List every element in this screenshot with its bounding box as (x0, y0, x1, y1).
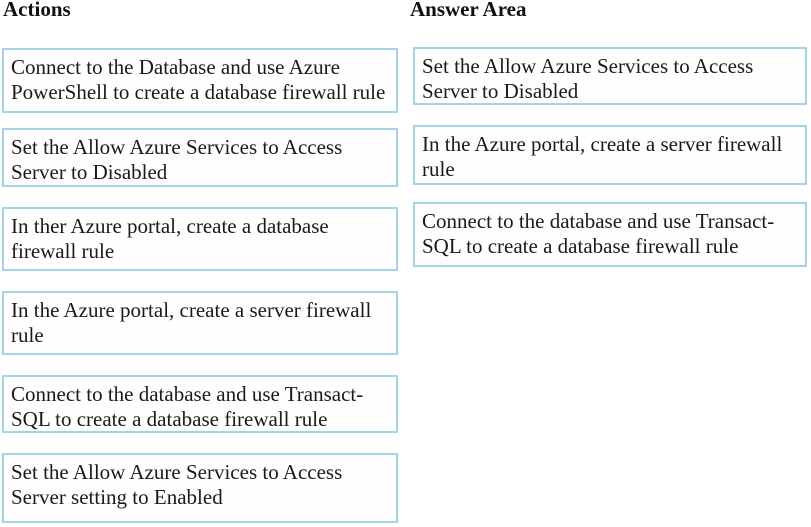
action-item-2-label: Set the Allow Azure Services to Access S… (11, 135, 343, 184)
action-item-5[interactable]: Connect to the database and use Transact… (2, 375, 398, 433)
answer-item-3-label: Connect to the database and use Transact… (422, 209, 775, 258)
answer-item-3[interactable]: Connect to the database and use Transact… (413, 202, 807, 267)
answer-item-2[interactable]: In the Azure portal, create a server fir… (413, 125, 807, 185)
action-item-2[interactable]: Set the Allow Azure Services to Access S… (2, 128, 398, 187)
answer-area-column-title: Answer Area (410, 0, 527, 21)
actions-column-title: Actions (3, 0, 71, 21)
action-item-5-label: Connect to the database and use Transact… (11, 382, 364, 431)
action-item-4[interactable]: In the Azure portal, create a server fir… (2, 291, 398, 355)
action-item-1[interactable]: Connect to the Database and use Azure Po… (2, 48, 398, 113)
action-item-6[interactable]: Set the Allow Azure Services to Access S… (2, 453, 398, 523)
answer-item-1-label: Set the Allow Azure Services to Access S… (422, 54, 754, 103)
action-item-3-label: In ther Azure portal, create a database … (11, 214, 329, 263)
answer-item-2-label: In the Azure portal, create a server fir… (422, 132, 783, 181)
action-item-4-label: In the Azure portal, create a server fir… (11, 298, 372, 347)
answer-item-1[interactable]: Set the Allow Azure Services to Access S… (413, 47, 807, 105)
action-item-3[interactable]: In ther Azure portal, create a database … (2, 207, 398, 271)
action-item-6-label: Set the Allow Azure Services to Access S… (11, 460, 343, 509)
action-item-1-label: Connect to the Database and use Azure Po… (11, 55, 386, 104)
